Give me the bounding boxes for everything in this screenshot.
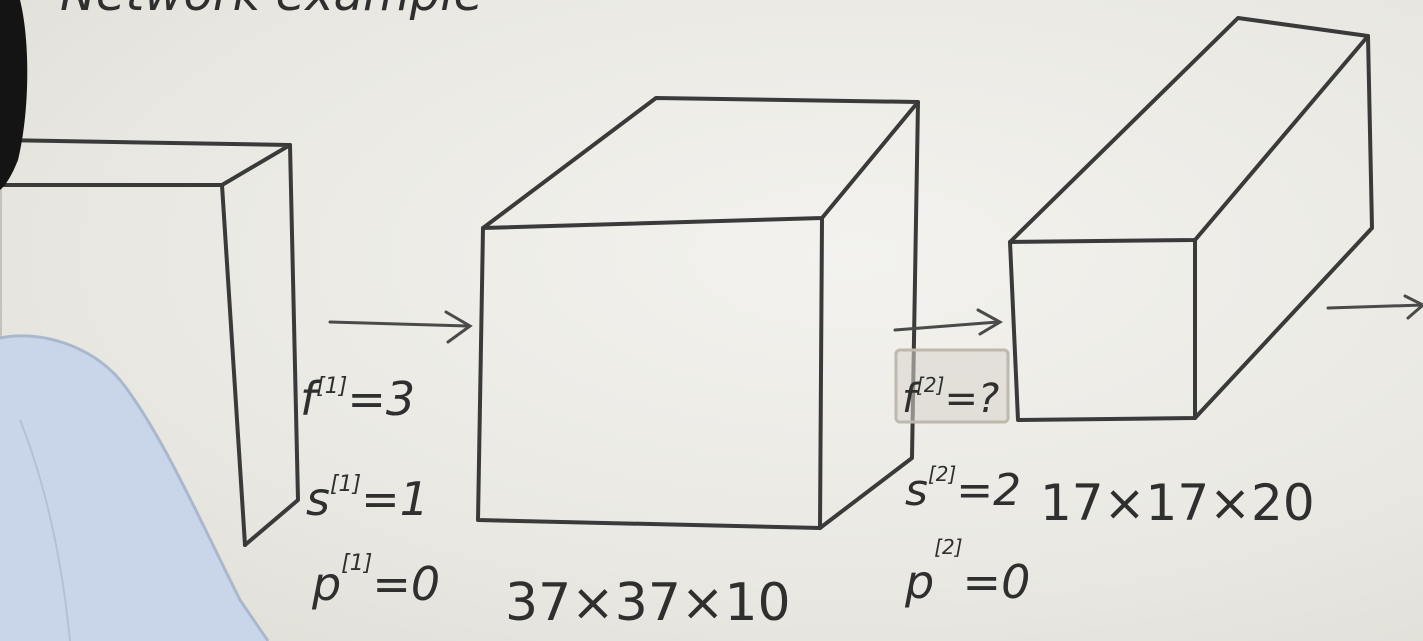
conv2-volume — [1008, 16, 1374, 422]
stride2-value: =2 — [956, 465, 1021, 516]
filter1-sup: [1] — [316, 374, 347, 399]
filter2-sup: [2] — [916, 373, 944, 397]
svg-text:s[2]=2: s[2]=2 — [905, 462, 1021, 516]
layer1-params: f[1]=3 s[1]=1 p[1]=0 — [300, 372, 440, 611]
pad1-sup: [1] — [341, 551, 372, 576]
pad1-symbol: p — [311, 557, 341, 611]
svg-text:f[1]=3: f[1]=3 — [300, 372, 415, 426]
pad2-symbol: p — [904, 555, 934, 609]
volume1-dims: 37×37×10 — [505, 573, 791, 633]
svg-text:p[2]=0: p[2]=0 — [904, 535, 1030, 609]
stride1-symbol: s — [306, 472, 330, 526]
stride2-symbol: s — [905, 465, 928, 516]
layer2-params: f[2]=? s[2]=2 p[2]=0 — [902, 373, 1030, 609]
stride2-sup: [2] — [928, 462, 956, 486]
svg-text:s[1]=1: s[1]=1 — [306, 472, 429, 526]
person-silhouette — [0, 0, 270, 641]
arrow-2 — [893, 308, 1004, 336]
arrow-3 — [1326, 294, 1423, 320]
person-shirt — [0, 335, 268, 641]
svg-text:p[1]=0: p[1]=0 — [311, 551, 440, 611]
volume2-dims: 17×17×20 — [1040, 474, 1315, 532]
stride1-sup: [1] — [330, 472, 361, 497]
person-hair — [0, 0, 28, 190]
pad1-value: =0 — [372, 557, 440, 611]
input-volume — [0, 138, 300, 547]
svg-text:f[2]=?: f[2]=? — [902, 373, 999, 422]
title-fragment: Network example — [60, 0, 483, 22]
filter2-value: =? — [944, 376, 999, 422]
filter1-value: =3 — [347, 372, 415, 426]
pad2-value: =0 — [963, 555, 1031, 609]
arrow-1 — [328, 310, 473, 344]
pad2-sup: [2] — [934, 535, 962, 559]
conv1-volume — [476, 96, 920, 530]
filter2-highlight — [894, 348, 1010, 424]
stride1-value: =1 — [361, 472, 429, 526]
